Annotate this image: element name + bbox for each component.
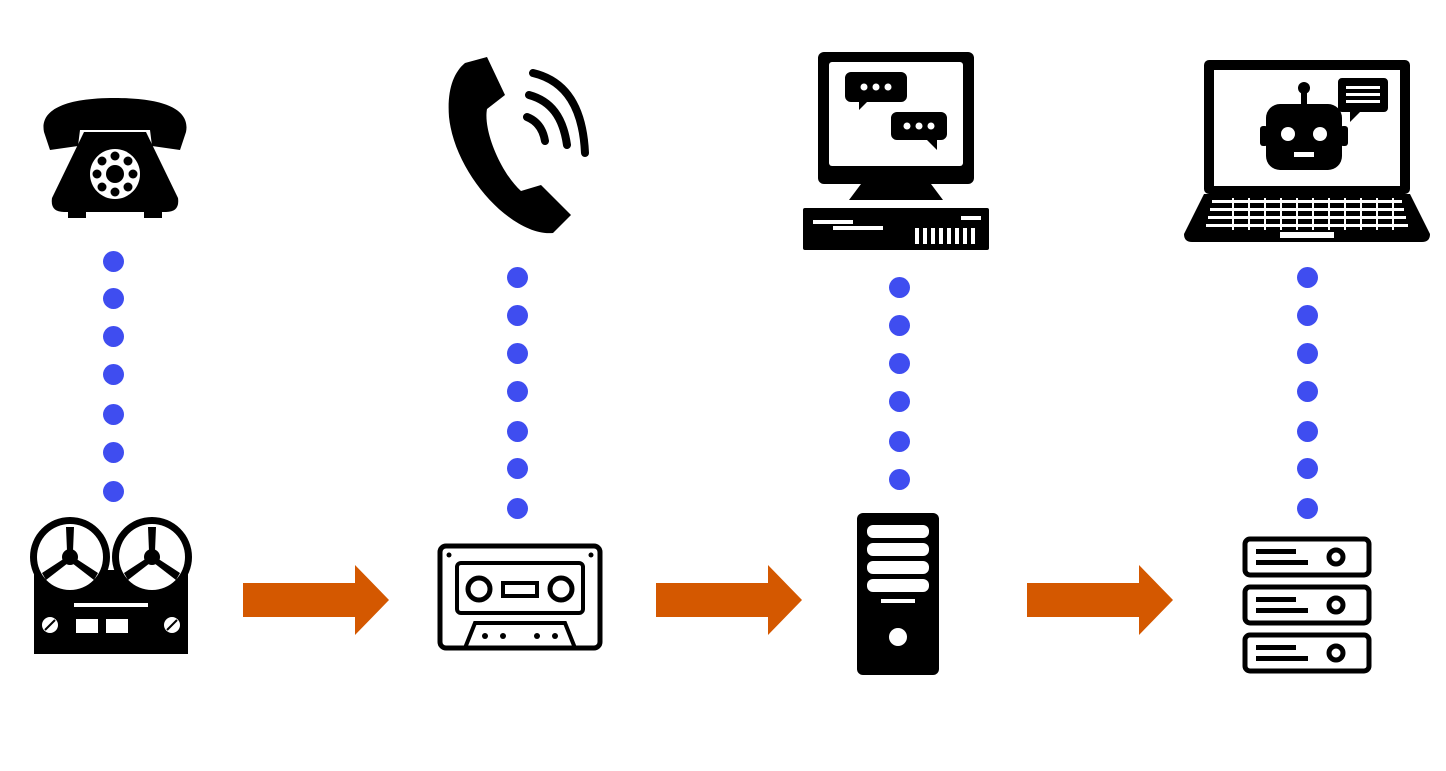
connector-dot [507,498,528,519]
cassette-tape-icon [437,543,603,651]
phone-handset-ringing-icon [448,57,589,234]
transition-arrow [656,565,802,635]
connector-dot [507,381,528,402]
transition-arrow [243,565,389,635]
connector-dot [889,391,910,412]
connector-dot [1297,343,1318,364]
connector-dot [1297,305,1318,326]
connector-dot [103,326,124,347]
connector-dot [103,288,124,309]
connector-dot [507,267,528,288]
tower-server-icon [857,513,939,675]
connector-dot [889,469,910,490]
connector-dot [507,421,528,442]
connector-dot [1297,421,1318,442]
laptop-chatbot-icon [1184,60,1430,242]
rotary-telephone-icon [43,98,187,218]
transition-arrow [1027,565,1173,635]
connector-dot [103,251,124,272]
connector-dot [1297,381,1318,402]
connector-dot [889,353,910,374]
connector-dot [103,364,124,385]
crt-computer-chat-icon [803,52,989,250]
connector-dot [1297,267,1318,288]
connector-dot [507,305,528,326]
connector-dot [889,315,910,336]
connector-dot [1297,498,1318,519]
connector-dot [889,277,910,298]
connector-dot [507,343,528,364]
server-rack-icon [1242,536,1372,674]
reel-to-reel-recorder-icon [30,517,192,654]
connector-dot [103,481,124,502]
connector-dot [889,431,910,452]
connector-dot [507,458,528,479]
connector-dot [103,404,124,425]
connector-dot [103,442,124,463]
connector-dot [1297,458,1318,479]
